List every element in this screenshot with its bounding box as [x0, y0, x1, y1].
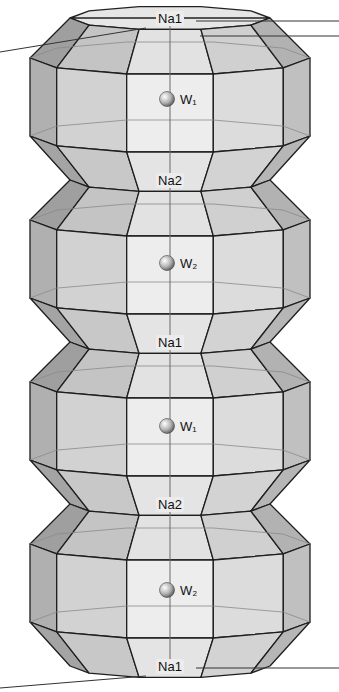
leader-line [196, 668, 339, 669]
w-atom [160, 583, 175, 598]
na-site-label: Na1 [156, 335, 184, 350]
leader-line [0, 28, 146, 52]
na-site-label: Na1 [156, 11, 184, 26]
na-site-label: Na2 [156, 497, 184, 512]
facet [213, 68, 283, 152]
w-site-label: W₂ [178, 256, 199, 271]
w-site-label: W₁ [178, 419, 199, 434]
facet [251, 504, 310, 554]
facet [251, 180, 310, 230]
facet [30, 382, 57, 470]
facet [213, 392, 283, 476]
na-site-label: Na2 [156, 173, 184, 188]
w-atom [160, 92, 175, 107]
facet [57, 554, 127, 638]
na-site-label: Na1 [156, 659, 184, 674]
facet [57, 68, 127, 152]
facet [283, 382, 310, 470]
w-atom [160, 256, 175, 271]
facet [251, 460, 310, 511]
leader-line [0, 676, 146, 688]
facet [283, 544, 310, 632]
w-site-label: W₁ [178, 92, 199, 107]
facet [57, 511, 139, 560]
facet [57, 187, 139, 236]
facet [57, 230, 127, 314]
leader-line [200, 36, 339, 37]
facet [251, 622, 310, 673]
facet [283, 58, 310, 146]
facet [213, 230, 283, 314]
facet [251, 298, 310, 349]
facet [57, 349, 139, 398]
facet [57, 25, 139, 74]
facet [251, 18, 310, 68]
facet [30, 544, 57, 632]
facet [57, 392, 127, 476]
facet [213, 554, 283, 638]
w-site-label: W₂ [178, 583, 199, 598]
facet [30, 220, 57, 308]
w-atom [160, 419, 175, 434]
leader-line [196, 21, 339, 22]
facet [283, 220, 310, 308]
facet [251, 342, 310, 392]
facet [30, 58, 57, 146]
facet [251, 136, 310, 187]
